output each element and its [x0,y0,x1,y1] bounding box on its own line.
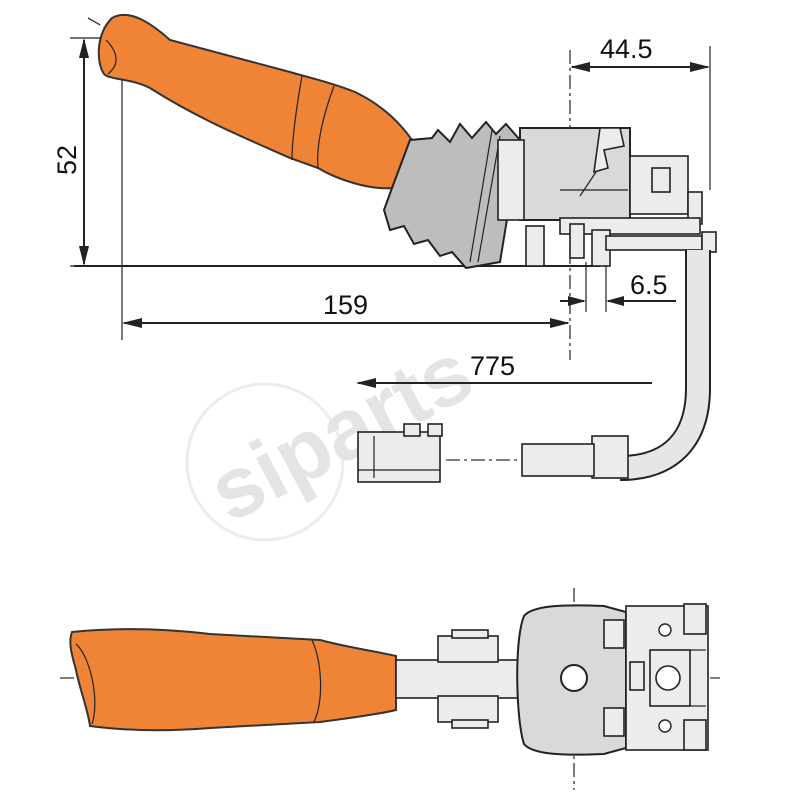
lever-shaft [395,659,537,699]
switch-housing [497,127,717,267]
cable [446,250,711,481]
dimension-height-label: 52 [52,145,82,175]
side-view: 52 159 44.5 6.5 [52,13,717,483]
dimension-gap: 6.5 [560,262,676,312]
dimension-length-label: 159 [323,290,368,320]
watermark-text: siparts [194,323,488,540]
dimension-gap-label: 6.5 [630,270,668,300]
top-view [60,588,720,790]
lever-handle-top [69,628,397,732]
pivot-hole [560,664,588,692]
dimension-width-label: 44.5 [600,34,653,64]
lever-handle [97,13,414,190]
dimension-cable-label: 775 [470,351,515,381]
mount-bracket [437,629,499,729]
dimension-cable: 775 [356,351,652,388]
rubber-boot [382,120,522,270]
connector-plug [357,423,443,483]
dimension-width: 44.5 [570,34,711,190]
switch-housing-top [516,603,709,756]
